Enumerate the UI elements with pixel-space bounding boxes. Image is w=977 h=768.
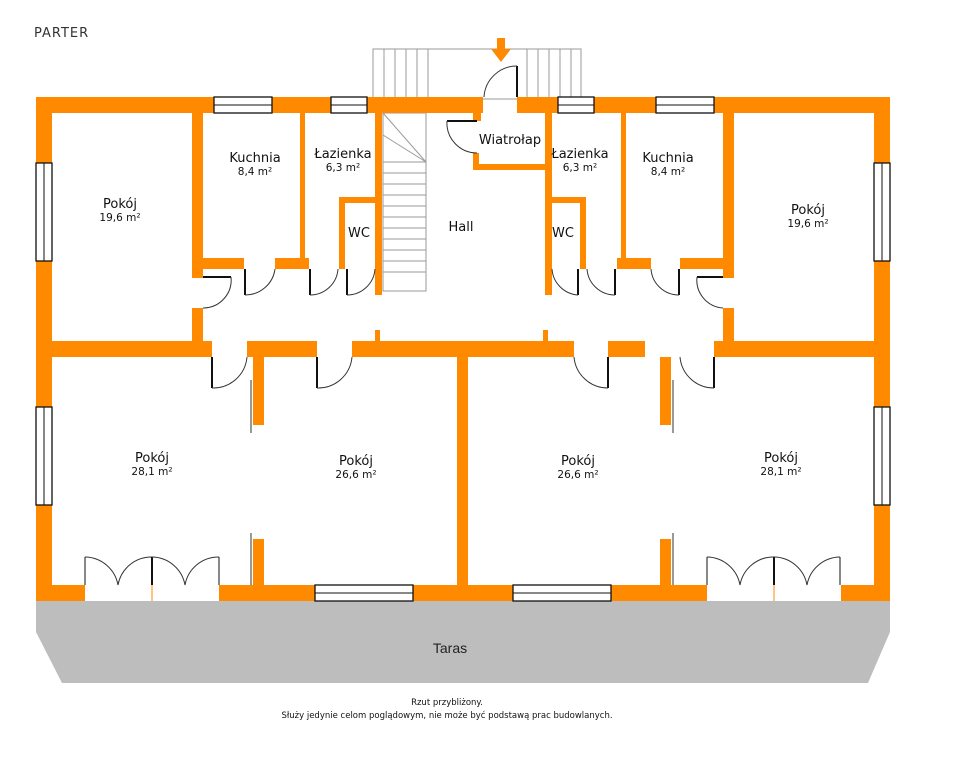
disclaimer-line-1: Rzut przybliżony. xyxy=(411,698,483,708)
room-name: Pokój xyxy=(103,197,137,212)
room-name: Kuchnia xyxy=(229,151,281,166)
room-name: Pokój xyxy=(135,451,169,466)
windows xyxy=(35,96,891,602)
room-label-pokoj-ne: Pokój 19,6 m² xyxy=(787,203,828,230)
entrance-arrow-icon xyxy=(491,38,511,62)
room-label-pokoj-sw: Pokój 28,1 m² xyxy=(131,451,172,478)
walls xyxy=(36,97,890,601)
room-label-hall: Hall xyxy=(449,220,474,235)
terrace-label: Taras xyxy=(432,640,468,656)
floor-title: PARTER xyxy=(34,26,90,41)
room-label-wiatrolap: Wiatrołap xyxy=(479,133,541,148)
room-label-pokoj-sc1: Pokój 26,6 m² xyxy=(335,454,376,481)
terrace-area xyxy=(36,600,890,683)
room-label-kuchnia-w: Kuchnia 8,4 m² xyxy=(229,151,280,178)
room-name: Pokój xyxy=(764,451,798,466)
room-name: WC xyxy=(348,226,370,241)
room-area: 26,6 m² xyxy=(557,469,599,481)
room-label-lazienka-e: Łazienka 6,3 m² xyxy=(551,147,608,174)
room-label-wc-e: WC xyxy=(552,226,574,241)
room-name: Łazienka xyxy=(314,147,372,162)
interior-stairs xyxy=(382,112,427,292)
disclaimer: Rzut przybliżony. Służy jedynie celom po… xyxy=(281,697,612,723)
room-name: WC xyxy=(552,226,574,241)
room-area: 19,6 m² xyxy=(787,218,829,230)
room-area: 28,1 m² xyxy=(131,466,173,478)
room-area: 6,3 m² xyxy=(562,162,598,174)
room-name: Pokój xyxy=(791,203,825,218)
disclaimer-line-2: Służy jedynie celom poglądowym, nie może… xyxy=(281,711,613,721)
doors xyxy=(84,65,841,586)
room-area: 19,6 m² xyxy=(99,212,141,224)
room-name: Łazienka xyxy=(551,147,609,162)
room-label-wc-w: WC xyxy=(348,226,370,241)
room-area: 28,1 m² xyxy=(760,466,802,478)
room-label-pokoj-se: Pokój 28,1 m² xyxy=(760,451,801,478)
room-name: Pokój xyxy=(339,454,373,469)
room-label-lazienka-w: Łazienka 6,3 m² xyxy=(314,147,371,174)
entrance-stairs xyxy=(372,48,582,100)
room-area: 8,4 m² xyxy=(237,166,273,178)
room-area: 26,6 m² xyxy=(335,469,377,481)
room-area: 6,3 m² xyxy=(325,162,361,174)
room-label-pokoj-nw: Pokój 19,6 m² xyxy=(99,197,140,224)
room-label-pokoj-sc2: Pokój 26,6 m² xyxy=(557,454,598,481)
room-name: Wiatrołap xyxy=(478,133,542,148)
room-area: 8,4 m² xyxy=(650,166,686,178)
room-name: Kuchnia xyxy=(642,151,694,166)
room-name: Hall xyxy=(448,220,474,235)
room-name: Pokój xyxy=(561,454,595,469)
room-label-kuchnia-e: Kuchnia 8,4 m² xyxy=(642,151,693,178)
